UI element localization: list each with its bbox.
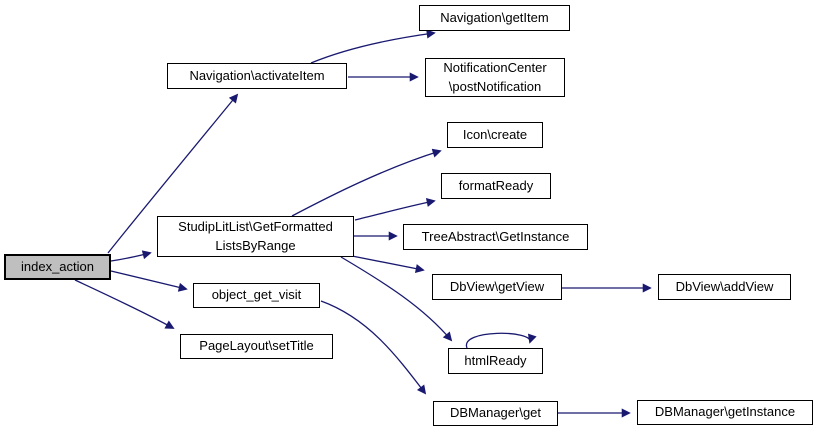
node-label: object_get_visit: [211, 287, 302, 303]
node-navigation-activateitem[interactable]: Navigation\activateItem: [167, 63, 347, 89]
node-dbview-getview[interactable]: DbView\getView: [432, 274, 562, 300]
node-dbmanager-getinstance[interactable]: DBManager\getInstance: [637, 400, 813, 425]
node-pagelayout-settitle[interactable]: PageLayout\setTitle: [180, 334, 333, 359]
node-dbmanager-get[interactable]: DBManager\get: [433, 401, 558, 426]
node-htmlready[interactable]: htmlReady: [448, 348, 543, 374]
node-label: Navigation\activateItem: [189, 67, 325, 83]
node-navigation-getitem[interactable]: Navigation\getItem: [419, 5, 570, 31]
node-label: DBManager\getInstance: [654, 404, 796, 420]
node-label: \postNotification: [448, 78, 542, 94]
node-label: StudipLitList\GetFormatted: [178, 218, 333, 234]
node-object_get_visit[interactable]: object_get_visit: [193, 283, 320, 308]
node-label: PageLayout\setTitle: [199, 338, 314, 354]
node-label: formatReady: [458, 177, 534, 193]
node-index_action[interactable]: index_action: [4, 254, 111, 280]
node-label: DbView\getView: [449, 278, 545, 294]
node-label: Icon\create: [462, 126, 528, 142]
node-label: DBManager\get: [449, 405, 542, 421]
node-label: htmlReady: [464, 352, 527, 368]
node-label: Navigation\getItem: [440, 9, 549, 25]
node-label: TreeAbstract\GetInstance: [421, 228, 570, 244]
node-label: ListsByRange: [215, 237, 296, 253]
node-notificationcenter-postnotification[interactable]: NotificationCenter \postNotification: [425, 58, 565, 97]
node-formatready[interactable]: formatReady: [441, 173, 551, 199]
node-icon-create[interactable]: Icon\create: [447, 122, 543, 148]
node-label: index_action: [21, 258, 94, 274]
node-label: NotificationCenter: [443, 59, 547, 75]
node-label: DbView\addView: [675, 278, 774, 294]
node-treeabstract-getinstance[interactable]: TreeAbstract\GetInstance: [403, 224, 588, 250]
node-dbview-addview[interactable]: DbView\addView: [658, 274, 791, 300]
